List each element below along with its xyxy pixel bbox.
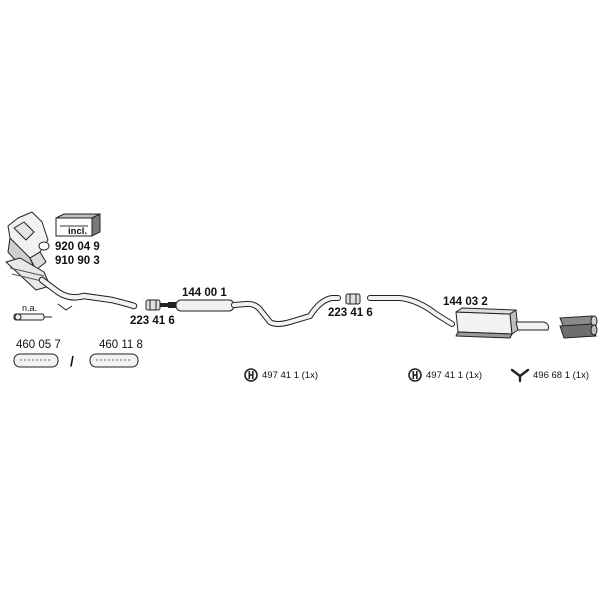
y-hanger-icon (510, 368, 530, 383)
rear-silencer-part-number: 144 03 2 (443, 296, 488, 308)
rubber-mount-icon (408, 368, 422, 382)
accessory-label-2: 497 41 1 (1x) (426, 370, 482, 381)
accessory-label-3: 496 68 1 (1x) (533, 370, 589, 381)
lambda-sensor (13, 313, 52, 321)
clamp-left (145, 299, 161, 311)
sensor-note: n.a. (22, 303, 38, 313)
cat-kit-box-icon (54, 212, 102, 238)
flex-pipe-1 (13, 353, 59, 368)
middle-silencer (168, 295, 341, 327)
separator: / (70, 353, 74, 369)
rubber-mount-icon (244, 368, 258, 382)
clamp-left-part-number: 223 41 6 (130, 315, 175, 327)
catalytic-converter (5, 211, 51, 291)
flex-pipe-2 (89, 353, 139, 368)
catalyst-part-number-1: 920 04 9 (55, 241, 100, 253)
tailpipe-tips (559, 315, 598, 339)
rear-silencer (455, 307, 549, 339)
cat-kit-label: incl. (68, 226, 88, 237)
middle-silencer-part-number: 144 00 1 (182, 287, 227, 299)
catalyst-part-number-2: 910 90 3 (55, 255, 100, 267)
clamp-right-part-number: 223 41 6 (328, 307, 373, 319)
clamp-right (345, 293, 361, 305)
accessory-label-1: 497 41 1 (1x) (262, 370, 318, 381)
flex-pipe-1-part-number: 460 05 7 (16, 339, 61, 351)
flex-pipe-2-part-number: 460 11 8 (99, 339, 143, 351)
